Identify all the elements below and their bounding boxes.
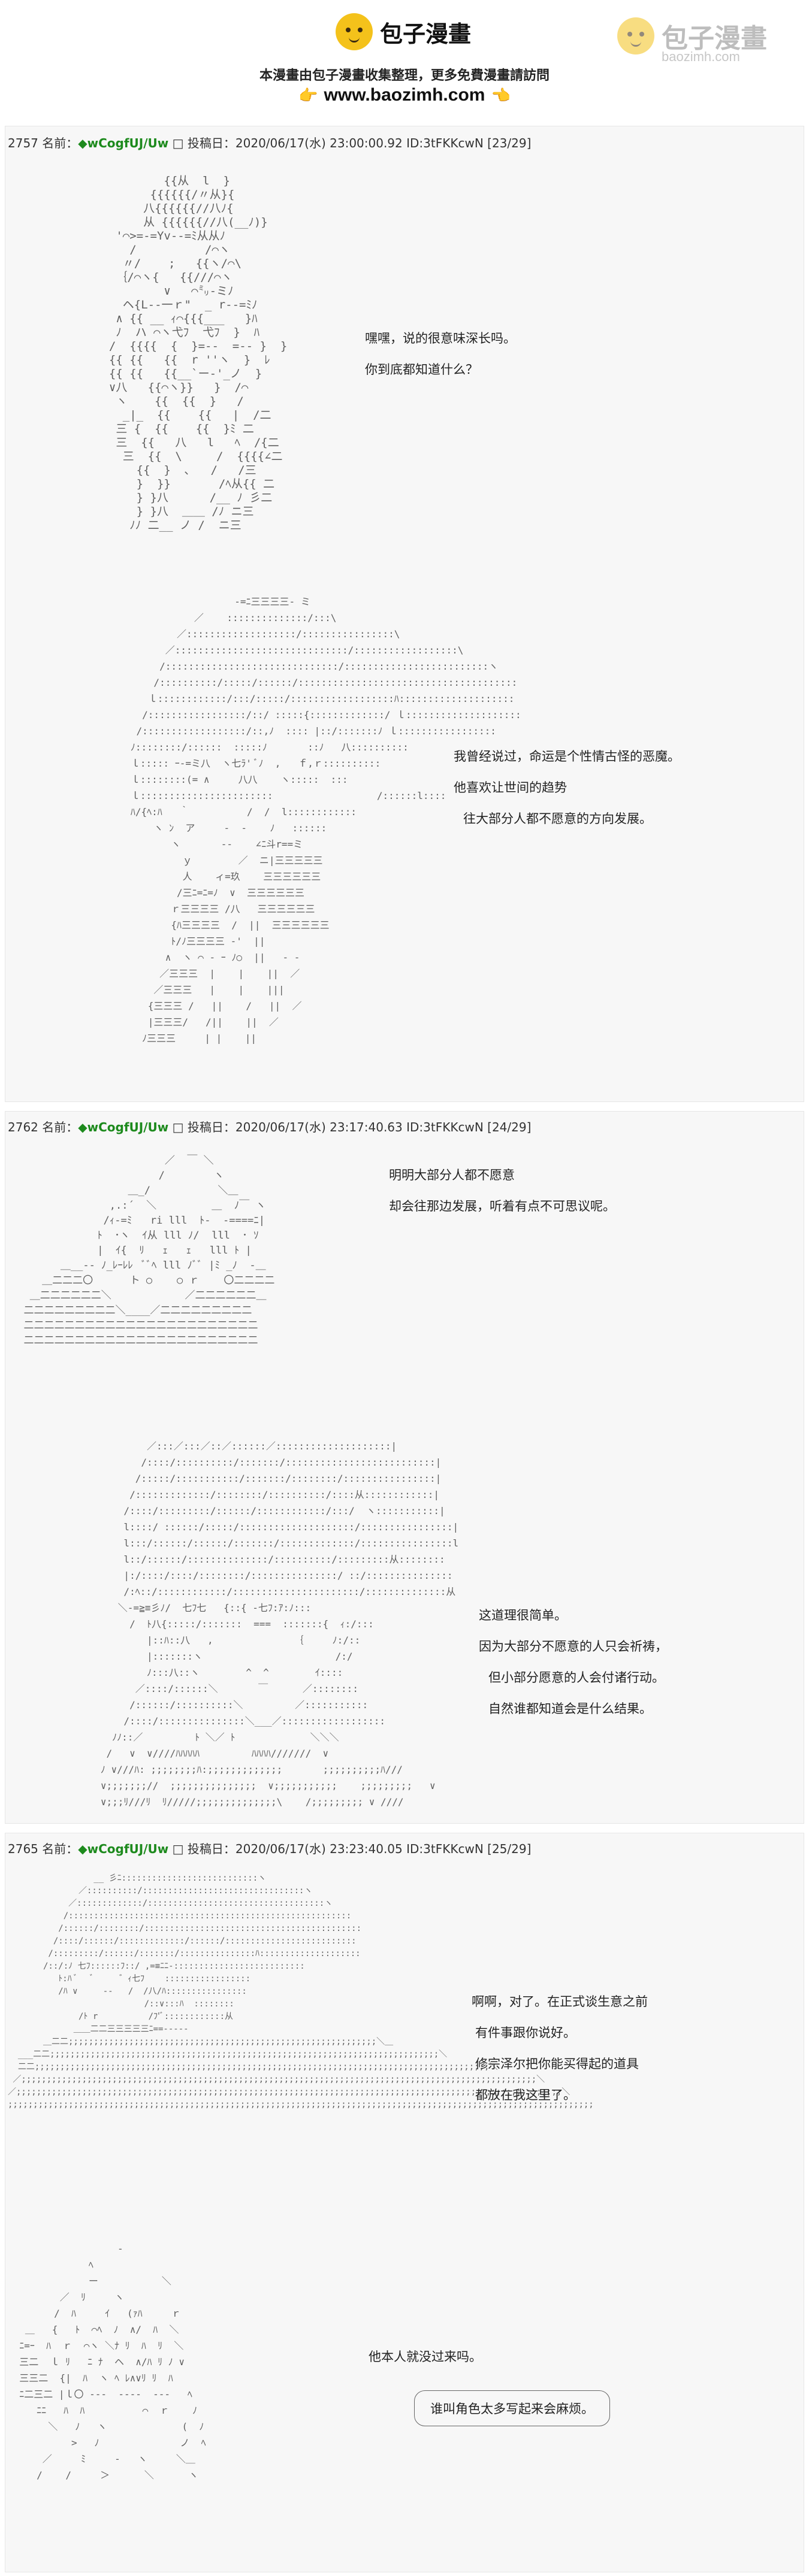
dialogue-line: 修宗泽尔把你能买得起的道具 <box>475 2057 639 2071</box>
post-id: ID:3tFKKcwN <box>406 1842 484 1856</box>
dialogue-line: 他本人就没过来吗。 <box>369 2350 482 2364</box>
date-label: 投稿日： <box>187 1842 236 1856</box>
site-url[interactable]: www.baozimh.com <box>324 85 485 105</box>
dialogue-line: 都放在我这里了。 <box>475 2088 576 2102</box>
ascii-art-character-2: ‐=ﾆ三三三三‐ ミ ／ ::::::::::::::/:::\ ／::::::… <box>130 596 521 1044</box>
poster-trip[interactable]: ◆wCogfUJ/Uw <box>78 1120 169 1134</box>
pointing-hand-icon: 👈 <box>491 86 511 104</box>
name-label: 名前： <box>42 1120 79 1134</box>
post-id: ID:3tFKKcwN <box>406 136 484 150</box>
date-label: 投稿日： <box>187 1120 236 1134</box>
post-header: 2762 名前：◆wCogfUJ/Uw □ 投稿日：2020/06/17(水) … <box>8 1118 531 1135</box>
pointing-hand-icon: 👉 <box>298 86 318 104</box>
bun-mascot-icon <box>617 17 654 55</box>
dialogue-line: 你到底都知道什么？ <box>365 362 478 377</box>
name-label: 名前： <box>42 1842 79 1856</box>
dialogue-line: 但小部分愿意的人会付诸行动。 <box>488 1670 665 1685</box>
name-label: 名前： <box>42 136 79 150</box>
box-glyph: □ <box>172 1120 184 1134</box>
dialogue-line: 我曾经说过，命运是个性情古怪的恶魔。 <box>454 749 680 764</box>
date-label: 投稿日： <box>187 136 236 150</box>
post-panel-2765: 2765 名前：◆wCogfUJ/Uw □ 投稿日：2020/06/17(水) … <box>5 1833 804 2572</box>
dialogue-line: 嘿嘿，说的很意味深长吗。 <box>365 331 516 346</box>
dialogue-line: 他喜欢让世间的趋势 <box>454 780 567 795</box>
watermark-text: 包子漫畫 <box>662 23 767 54</box>
dialogue-line: 有件事跟你说好。 <box>475 2026 576 2040</box>
dialogue-line: 却会往那边发展，听着有点不可思议呢。 <box>389 1199 615 1213</box>
post-number: 2762 <box>8 1120 38 1134</box>
collection-notice: 本漫畫由包子漫畫收集整理，更多免費漫畫請訪問 <box>259 68 550 83</box>
post-panel-2757: 2757 名前：◆wCogfUJ/Uw □ 投稿日：2020/06/17(水) … <box>5 126 804 1102</box>
speech-bubble: 谁叫角色太多写起来会麻烦。 <box>414 2390 610 2426</box>
post-datetime: 2020/06/17(水) 23:00:00.92 <box>235 136 403 150</box>
bun-mascot-icon <box>336 13 373 50</box>
site-logo[interactable]: 包子漫畫 <box>336 13 471 50</box>
post-header: 2757 名前：◆wCogfUJ/Uw □ 投稿日：2020/06/17(水) … <box>8 134 531 151</box>
ascii-art-character-5: __ 彡ﾆ:::::::::::::::::::::::::::ヽ ／:::::… <box>8 1873 594 2109</box>
box-glyph: □ <box>172 136 184 150</box>
dialogue-line: 明明大部分人都不愿意 <box>389 1168 515 1182</box>
page-counter: [24/29] <box>487 1120 532 1134</box>
dialogue-line: 因为大部分不愿意的人只会祈祷， <box>479 1639 668 1654</box>
poster-trip[interactable]: ◆wCogfUJ/Uw <box>78 1842 169 1856</box>
ascii-art-character-1: {{从 l } {{{{{{/〃从}{ 八{{{{{{//八ﾉ{ 从 {{{{{… <box>108 174 288 532</box>
dialogue-line: 啊啊，对了。在正式谈生意之前 <box>472 1994 648 2009</box>
dialogue-line: 往大部分人都不愿意的方向发展。 <box>463 812 652 826</box>
post-panel-2762: 2762 名前：◆wCogfUJ/Uw □ 投稿日：2020/06/17(水) … <box>5 1111 804 1824</box>
ascii-art-character-3: ／ ￣ ＼ / ヽ ＿_/ ︎ ＼＿ ,.:´ ＼ ＿ ﾉ￣ ヽ /ｨ‐=ﾐ r… <box>23 1155 275 1346</box>
post-datetime: 2020/06/17(水) 23:17:40.63 <box>235 1120 403 1134</box>
ascii-art-character-4: ／:::／:::／::／::::::／::::::::::::::::::::|… <box>100 1440 459 1808</box>
dialogue-line: 这道理很简单。 <box>479 1608 567 1623</box>
post-id: ID:3tFKKcwN <box>406 1120 484 1134</box>
dialogue-line: 自然谁都知道会是什么结果。 <box>488 1702 652 1716</box>
post-header: 2765 名前：◆wCogfUJ/Uw □ 投稿日：2020/06/17(水) … <box>8 1839 531 1857</box>
post-number: 2757 <box>8 136 38 150</box>
box-glyph: □ <box>172 1842 184 1856</box>
logo-text: 包子漫畫 <box>380 20 472 47</box>
post-datetime: 2020/06/17(水) 23:23:40.05 <box>235 1842 403 1856</box>
page-counter: [23/29] <box>487 136 532 150</box>
post-number: 2765 <box>8 1842 38 1856</box>
watermark-logo: 包子漫畫 baozimh.com <box>617 17 767 64</box>
ascii-art-character-6: ‐ ﾍ ー ＼ ／ ﾘ ヽ / ﾊ ｲ (ｧﾊ ｒ ＿ { ﾄ ⌒ﾍ ﾉ ∧/ … <box>19 2243 206 2481</box>
watermark-domain: baozimh.com <box>662 49 740 64</box>
poster-trip[interactable]: ◆wCogfUJ/Uw <box>78 136 169 150</box>
site-url-line[interactable]: 👉 www.baozimh.com 👈 <box>0 85 809 105</box>
banner: 包子漫畫 包子漫畫 baozimh.com 本漫畫由包子漫畫收集整理，更多免費漫… <box>0 0 809 120</box>
page-counter: [25/29] <box>487 1842 532 1856</box>
